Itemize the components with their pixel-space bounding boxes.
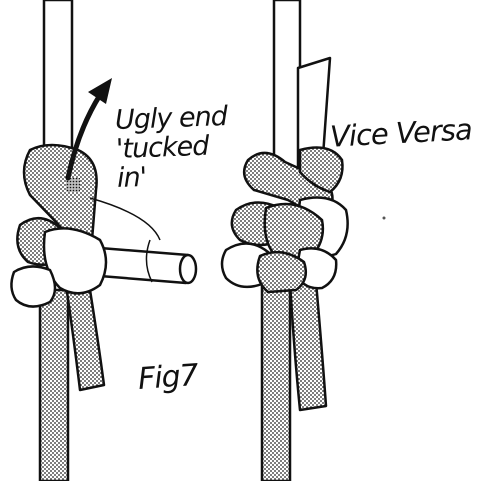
left-knot: [11, 0, 196, 481]
right-knot: [222, 0, 348, 481]
left-end-face: [180, 255, 196, 283]
label-figure-number: Fig7: [137, 358, 199, 397]
left-tucked-end: [100, 248, 188, 283]
right-tail-rope-b: [290, 282, 326, 410]
label-ugly-end-tucked-in: Ugly end 'tucked in': [115, 102, 230, 193]
right-tail-rope-a: [262, 282, 290, 481]
right-lower-coil-center: [257, 252, 305, 292]
speck-mark: [383, 217, 386, 220]
right-standing-rope: [274, 0, 300, 170]
left-bottom-coil: [11, 266, 55, 306]
left-working-end: [66, 285, 104, 390]
left-tail-rope: [40, 290, 68, 481]
